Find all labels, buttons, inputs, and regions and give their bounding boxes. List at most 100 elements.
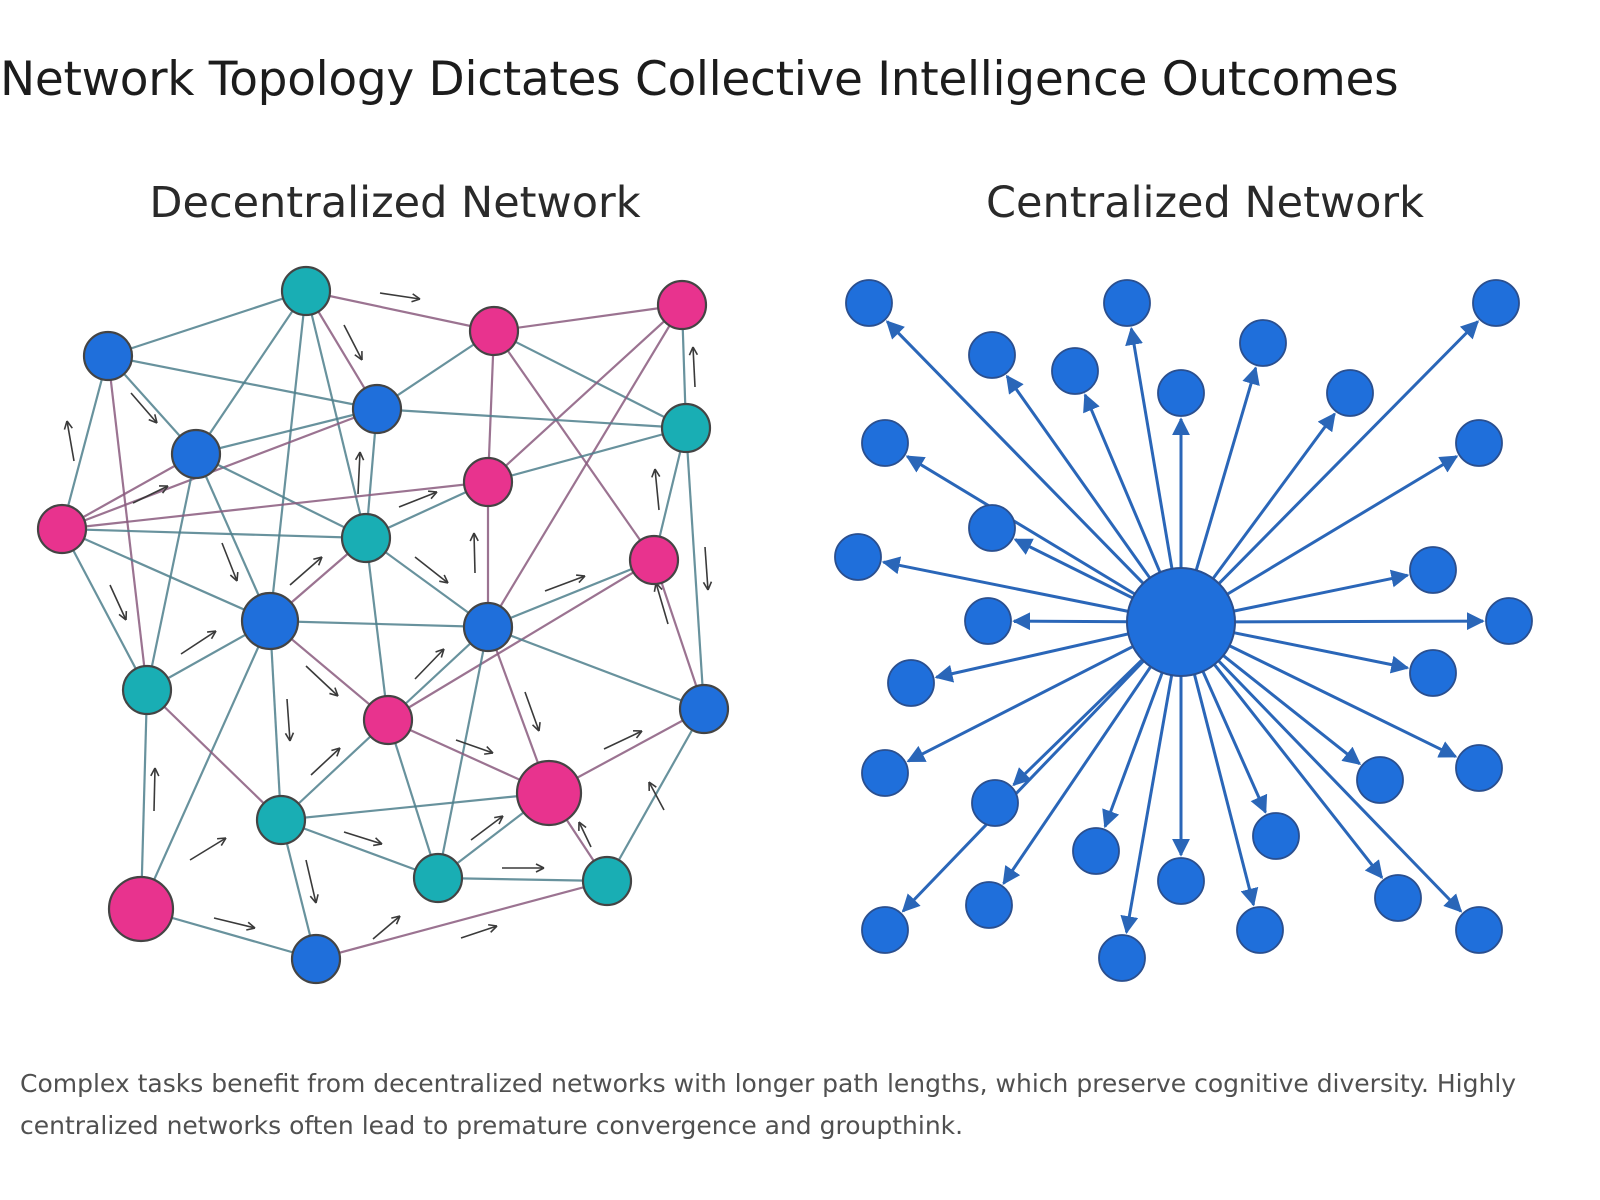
decentralized-node-blue xyxy=(290,933,342,985)
flow-arrow-shaft xyxy=(398,491,438,508)
flow-arrow-head xyxy=(469,532,479,542)
flow-arrow-shaft xyxy=(305,665,339,697)
decentralized-edge xyxy=(493,330,655,561)
flow-arrow-shaft xyxy=(109,584,127,621)
flow-arrow-shaft xyxy=(692,346,696,388)
decentralized-node-pink xyxy=(462,456,514,508)
centralized-node xyxy=(1409,649,1457,697)
centralized-edge xyxy=(885,320,1148,588)
decentralized-edge xyxy=(487,304,683,628)
centralized-edge xyxy=(1102,668,1166,829)
decentralized-node-pink xyxy=(628,534,680,586)
centralized-node xyxy=(845,279,893,327)
flow-arrow-head xyxy=(329,687,339,697)
decentralized-node-blue xyxy=(678,683,730,735)
flow-arrow-head xyxy=(688,346,699,356)
flow-arrow-shaft xyxy=(189,837,227,861)
decentralized-edge xyxy=(487,304,683,483)
centralized-node xyxy=(1051,347,1099,395)
centralized-edge xyxy=(881,556,1133,614)
flow-arrow-shaft xyxy=(455,739,494,754)
decentralized-node-pink xyxy=(36,503,88,555)
centralized-edge xyxy=(1225,642,1458,758)
flow-arrow-head xyxy=(63,420,73,430)
flow-arrow-shaft xyxy=(289,556,323,586)
centralized-node xyxy=(1455,744,1503,792)
flow-arrow-shaft xyxy=(221,542,238,582)
decentralized-edge xyxy=(139,620,272,910)
decentralized-node-pink xyxy=(656,279,708,331)
decentralized-node-teal xyxy=(660,402,712,454)
flow-arrow-shaft xyxy=(704,546,709,591)
decentralized-edge xyxy=(486,330,496,483)
centralized-node xyxy=(1157,857,1205,905)
flow-arrow-head xyxy=(648,781,657,791)
flow-arrow-head xyxy=(207,630,217,640)
decentralized-edge xyxy=(195,453,367,539)
centralized-edge xyxy=(1125,326,1175,573)
flow-arrow-shaft xyxy=(603,730,643,750)
decentralized-edge xyxy=(652,559,706,710)
centralized-network xyxy=(834,279,1533,982)
decentralized-edge xyxy=(386,719,440,879)
page-title: Network Topology Dictates Collective Int… xyxy=(0,52,1399,107)
centralized-node xyxy=(965,881,1013,929)
flow-arrow-head xyxy=(651,468,661,478)
centralized-edge xyxy=(1012,655,1147,787)
centralized-edge xyxy=(1193,366,1260,575)
flow-arrow-shaft xyxy=(473,532,476,574)
centralized-node xyxy=(1072,827,1120,875)
centralized-node xyxy=(1374,874,1422,922)
centralized-node xyxy=(1356,756,1404,804)
centralized-node xyxy=(968,331,1016,379)
decentralized-node-pink xyxy=(515,759,583,827)
flow-arrow-head xyxy=(439,574,449,584)
flow-arrow-head xyxy=(217,837,227,847)
centralized-edge xyxy=(1199,667,1268,814)
flow-arrow-shaft xyxy=(357,451,361,495)
flow-arrow-shaft xyxy=(654,468,660,511)
flow-arrow-shaft xyxy=(648,781,665,811)
flow-arrow-shaft xyxy=(470,815,504,841)
decentralized-edge xyxy=(269,619,489,629)
decentralized-edge xyxy=(61,407,378,531)
flow-arrow-shaft xyxy=(655,582,669,625)
centralized-node xyxy=(968,504,1016,552)
centralized-node xyxy=(861,906,909,954)
flow-arrow-head xyxy=(576,574,586,584)
decentralized-edge xyxy=(315,879,608,961)
centralized-edge xyxy=(1210,660,1384,879)
centralized-edge xyxy=(1013,538,1137,602)
flow-arrow-shaft xyxy=(153,767,156,812)
centralized-node xyxy=(1326,369,1374,417)
centralized-edge xyxy=(1229,569,1410,614)
decentralized-edge xyxy=(61,528,148,691)
centralized-edge xyxy=(1219,651,1362,766)
caption: Complex tasks benefit from decentralized… xyxy=(20,1069,1517,1140)
decentralized-edge xyxy=(365,537,489,628)
decentralized-edge xyxy=(61,527,271,623)
centralized-edge xyxy=(934,631,1133,683)
decentralized-node-teal xyxy=(121,664,173,716)
flow-arrow-head xyxy=(159,485,169,494)
centralized-edge xyxy=(1230,612,1485,631)
centralized-edge xyxy=(901,657,1148,913)
centralized-node xyxy=(1455,906,1503,954)
centralized-edge xyxy=(1083,393,1163,577)
flow-arrow-shaft xyxy=(310,747,341,776)
flow-arrow-head xyxy=(313,556,323,566)
decentralized-edge xyxy=(436,626,490,879)
flow-arrow-head xyxy=(411,293,421,303)
centralized-node xyxy=(1098,934,1146,982)
decentralized-edge xyxy=(61,453,197,530)
centralized-edge xyxy=(906,643,1138,763)
decentralized-edge xyxy=(60,355,110,530)
flow-arrow-head xyxy=(246,921,256,931)
flow-arrow-shaft xyxy=(343,831,383,845)
flow-arrow-shaft xyxy=(66,420,75,462)
flow-arrow-shaft xyxy=(286,698,291,742)
decentralized-edge xyxy=(145,453,198,691)
centralized-node xyxy=(1157,369,1205,417)
decentralized-edge xyxy=(195,407,378,456)
